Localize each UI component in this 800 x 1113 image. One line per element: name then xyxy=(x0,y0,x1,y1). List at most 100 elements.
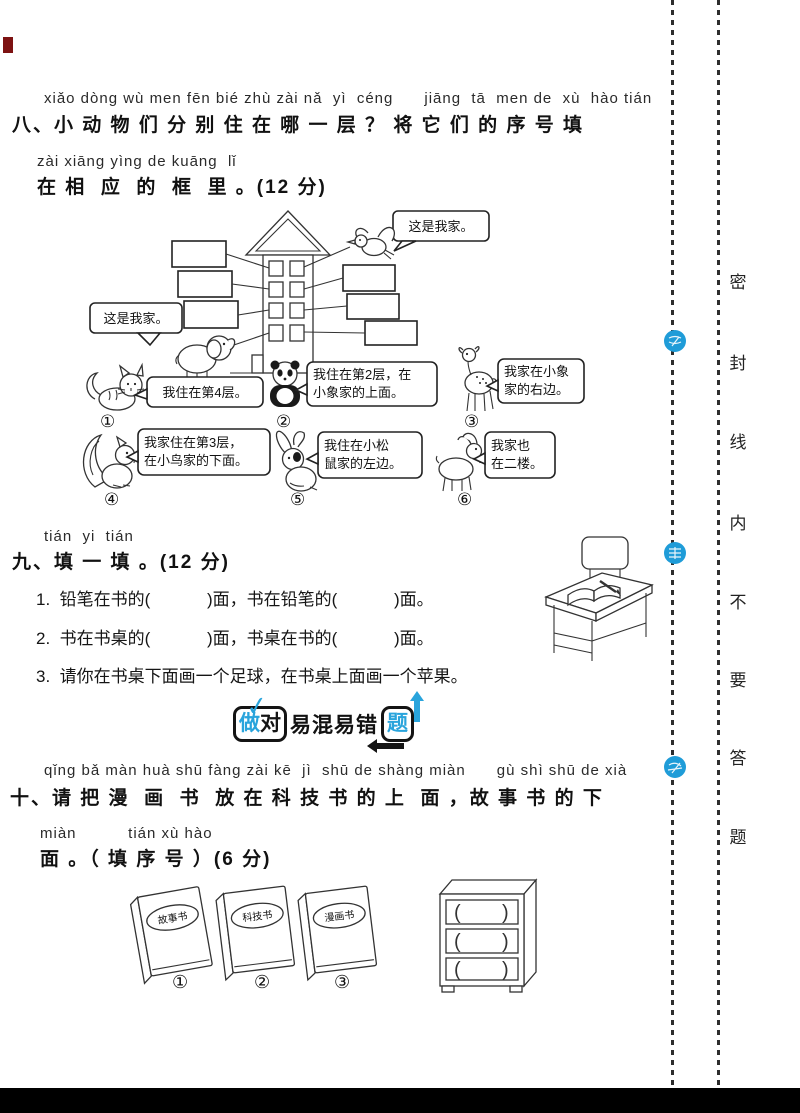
svg-text:我住在小松: 我住在小松 xyxy=(324,438,389,453)
speech-bubble-3: 我家在小象 家的右边。 xyxy=(485,358,585,404)
bottom-bar xyxy=(0,1088,800,1113)
book-1: 故事书 xyxy=(129,886,213,985)
svg-text:这是我家。: 这是我家。 xyxy=(408,219,473,234)
q10-illustration: 故事书 ① 科技书 ② 漫画书 ③ ( xyxy=(129,878,538,993)
shelf-slot-2 xyxy=(445,928,519,954)
red-edge-mark xyxy=(3,37,13,53)
svg-text:我家也: 我家也 xyxy=(491,438,530,453)
q9-item-3: 3. 请你在书桌下面画一个足球，在书桌上面画一个苹果。 xyxy=(36,667,468,686)
q8-pinyin-line2: zài xiāng yìng de kuāng lǐ xyxy=(37,153,237,170)
svg-text:小象家的上面。: 小象家的上面。 xyxy=(313,385,404,400)
left-arrow-icon xyxy=(367,739,404,753)
shelf-paren: ( xyxy=(454,959,461,981)
seal-line-outer xyxy=(717,0,720,1088)
checkmark-icon: ✓ xyxy=(244,689,270,723)
seal-text-char-4: 内 xyxy=(729,514,747,533)
up-arrow-icon xyxy=(410,691,424,722)
speech-bubble-6: 我家也 在二楼。 xyxy=(472,431,556,479)
bookshelf: ( ) ( ) ( ) xyxy=(438,878,538,993)
answer-box-right-3 xyxy=(364,320,418,346)
q9-title: 九、填 一 填 。(12 分) xyxy=(12,552,230,573)
elephant xyxy=(175,335,236,378)
q10-title-line2: 面 。（ 填 序 号 ）(6 分) xyxy=(40,849,272,870)
banner-word-ti: 题 xyxy=(387,712,408,735)
svg-text:我家住在第3层，: 我家住在第3层， xyxy=(144,435,242,450)
book-number-1: ① xyxy=(172,972,188,992)
animal-number-2: ② xyxy=(276,412,291,431)
house-window-r2-left xyxy=(268,281,284,298)
seal-text-char-7: 答 xyxy=(729,749,747,768)
seal-stamp-icon xyxy=(664,330,686,352)
house-window-r1-left xyxy=(268,260,284,277)
seal-text-char-6: 要 xyxy=(729,671,747,690)
shelf-paren: ) xyxy=(502,902,509,924)
house-window-r1-right xyxy=(289,260,305,277)
desk xyxy=(544,572,654,661)
connector-line xyxy=(303,331,366,334)
mixed-error-banner: ✓ 做对 易混易错 题 xyxy=(233,690,424,753)
svg-text:这是我家。: 这是我家。 xyxy=(103,311,168,326)
answer-box-right-2 xyxy=(346,293,400,320)
svg-text:在小鸟家的下面。: 在小鸟家的下面。 xyxy=(144,453,248,468)
shelf-paren: ( xyxy=(454,931,461,953)
banner-word-zuo: 做 xyxy=(239,712,260,735)
speech-bubble-1: 我住在第4层。 xyxy=(132,376,264,408)
animal-number-5: ⑤ xyxy=(290,490,305,509)
connector-line xyxy=(303,246,351,268)
answer-box-left-3 xyxy=(183,300,239,329)
connector-line xyxy=(303,277,344,290)
animal-number-6: ⑥ xyxy=(457,490,472,509)
desk-illustration xyxy=(544,536,654,661)
house-window-r2-right xyxy=(289,281,305,298)
house-window-r3-left xyxy=(268,302,284,319)
animal-number-4: ④ xyxy=(104,490,119,509)
q9-item-2: 2. 书在书桌的( )面，书桌在书的( )面。 xyxy=(36,629,434,648)
panda xyxy=(270,360,300,407)
speech-bubble-5: 我住在小松 鼠家的左边。 xyxy=(305,431,423,479)
answer-box-left-1 xyxy=(171,240,227,268)
answer-box-right-1 xyxy=(342,264,396,292)
q10-pinyin-line1: qǐng bǎ màn huà shū fàng zài kē jì shū d… xyxy=(44,762,628,779)
house xyxy=(244,210,332,374)
answer-box-left-2 xyxy=(177,270,233,298)
svg-text:鼠家的左边。: 鼠家的左边。 xyxy=(324,456,402,471)
banner-word-dui: 对 xyxy=(260,712,281,735)
svg-text:我住在第2层，在: 我住在第2层，在 xyxy=(313,367,411,382)
connector-line xyxy=(303,305,348,311)
speech-bubble-4: 我家住在第3层， 在小鸟家的下面。 xyxy=(125,428,271,476)
seal-text-char-2: 封 xyxy=(729,354,747,373)
bird xyxy=(345,226,395,260)
book-2: 科技书 xyxy=(215,885,296,982)
banner-middle-text: 易混易错 xyxy=(290,714,378,737)
book-label-3: 漫画书 xyxy=(324,909,355,925)
seal-stamp-icon xyxy=(664,756,686,778)
svg-text:我住在第4层。: 我住在第4层。 xyxy=(162,385,247,400)
svg-text:家的右边。: 家的右边。 xyxy=(504,382,569,397)
q8-pinyin-line1: xiǎo dòng wù men fēn bié zhù zài nǎ yì c… xyxy=(44,90,653,107)
house-step xyxy=(251,354,264,374)
pencil xyxy=(599,580,621,596)
seal-text-char-3: 线 xyxy=(729,433,747,452)
q9-item-1: 1. 铅笔在书的( )面，书在铅笔的( )面。 xyxy=(36,590,434,609)
book-label-2: 科技书 xyxy=(242,908,273,925)
book-3: 漫画书 xyxy=(297,885,378,982)
connector-line xyxy=(225,253,270,269)
elephant-speech-bubble: 这是我家。 xyxy=(89,302,183,347)
cat xyxy=(86,362,145,411)
house-window-r3-right xyxy=(289,302,305,319)
banner-right-box: 题 xyxy=(367,691,424,753)
book-number-3: ③ xyxy=(334,972,350,992)
house-window-r4-left xyxy=(268,324,284,342)
book-number-2: ② xyxy=(254,972,270,992)
q8-illustration: 这是我家。 这是我家。 xyxy=(82,210,585,509)
deer xyxy=(458,346,497,412)
q10-pinyin-line2: miàn tián xù hào xyxy=(40,825,213,842)
shelf-slot-3 xyxy=(445,957,519,981)
animal-number-1: ① xyxy=(100,412,115,431)
seal-text-char-1: 密 xyxy=(729,273,747,292)
q8-title-line1: 八、小 动 物 们 分 别 住 在 哪 一 层 ？ 将 它 们 的 序 号 填 xyxy=(12,115,585,136)
rabbit xyxy=(275,430,318,492)
shelf-paren: ) xyxy=(502,931,509,953)
q8-title-line2: 在 相 应 的 框 里 。(12 分) xyxy=(37,177,327,198)
